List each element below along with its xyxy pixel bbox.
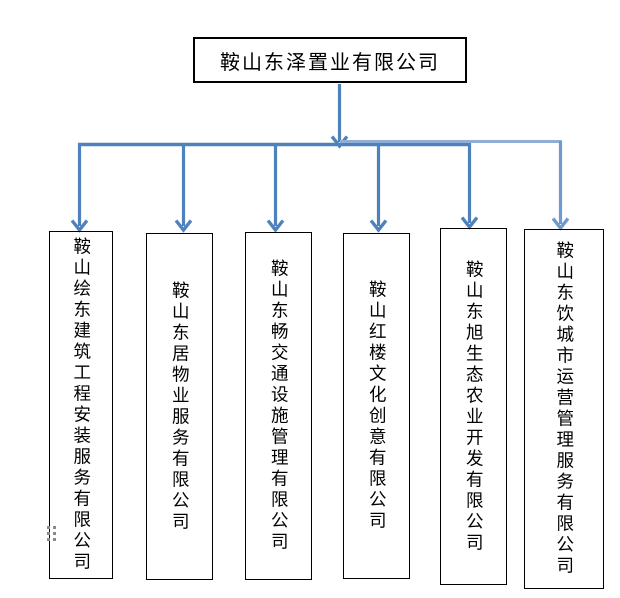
org-node-child-2: 鞍山东居物业服务有限公司 bbox=[146, 233, 213, 580]
drop-arrow-4 bbox=[369, 143, 388, 233]
drop-arrow-5 bbox=[460, 143, 479, 230]
stem-arrow bbox=[330, 84, 349, 149]
org-node-label: 鞍山东饮城市运营管理服务有限公司 bbox=[554, 241, 575, 577]
org-node-label: 鞍山东旭生态农业开发有限公司 bbox=[464, 259, 485, 554]
org-node-label: 鞍山红楼文化创意有限公司 bbox=[367, 280, 388, 532]
drop-arrow-6 bbox=[551, 141, 570, 231]
drop-arrow-2 bbox=[174, 143, 193, 233]
org-node-child-4: 鞍山红楼文化创意有限公司 bbox=[343, 233, 410, 579]
dots-grid-icon bbox=[47, 526, 56, 542]
org-node-child-5: 鞍山东旭生态农业开发有限公司 bbox=[440, 228, 507, 585]
drop-arrow-1 bbox=[70, 143, 89, 233]
org-node-child-3: 鞍山东畅交通设施管理有限公司 bbox=[245, 232, 312, 580]
org-node-root-label: 鞍山东泽置业有限公司 bbox=[220, 51, 440, 74]
org-node-label: 鞍山绘东建筑工程安装服务有限公司 bbox=[71, 237, 92, 573]
org-node-label: 鞍山东居物业服务有限公司 bbox=[170, 280, 191, 533]
drop-arrow-3 bbox=[266, 143, 285, 233]
org-node-label: 鞍山东畅交通设施管理有限公司 bbox=[269, 259, 290, 553]
org-node-child-6: 鞍山东饮城市运营管理服务有限公司 bbox=[524, 229, 604, 589]
trunk-line bbox=[78, 140, 562, 147]
org-node-child-1: 鞍山绘东建筑工程安装服务有限公司 bbox=[49, 231, 113, 579]
org-node-root: 鞍山东泽置业有限公司 bbox=[193, 37, 467, 83]
